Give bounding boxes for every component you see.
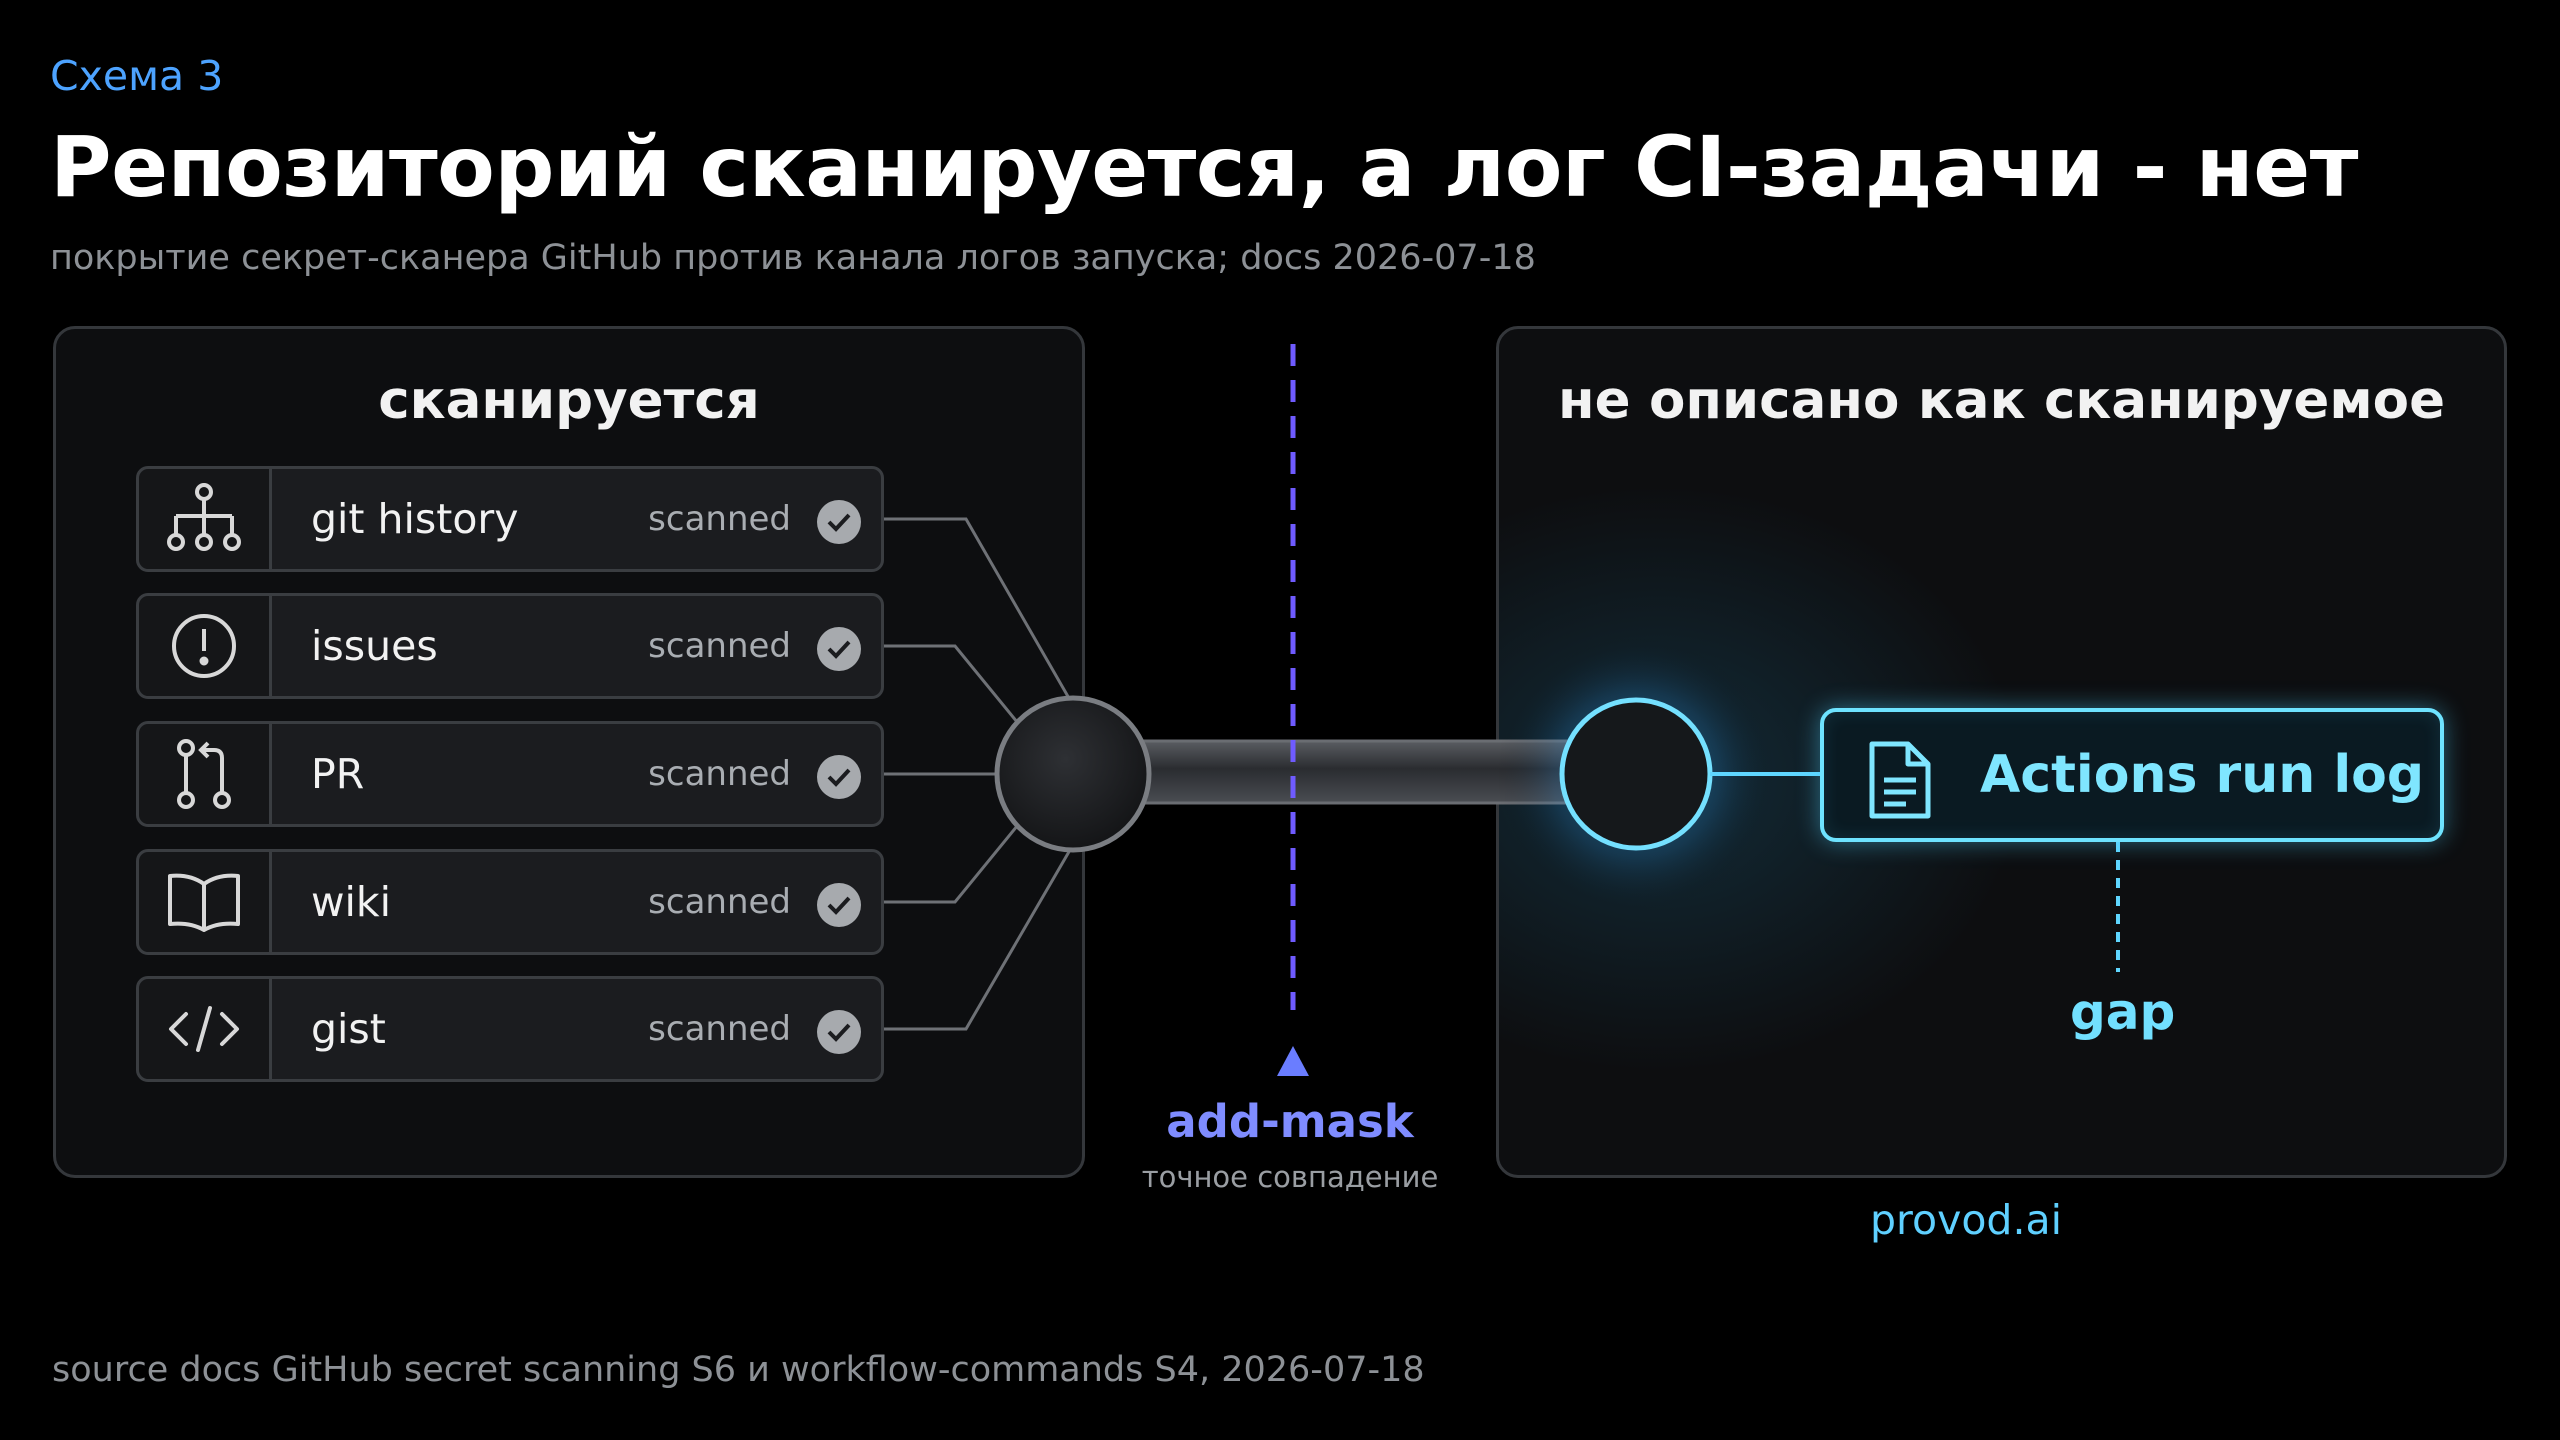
row-connector-lines bbox=[884, 517, 1072, 1031]
left-hub-node bbox=[994, 695, 1152, 853]
row-label: PR bbox=[311, 750, 365, 798]
row-label: wiki bbox=[311, 878, 392, 926]
right-hub-node bbox=[1559, 697, 1713, 851]
alert-circle-icon bbox=[139, 596, 272, 696]
page-title: Репозиторий сканируется, а лог CI-задачи… bbox=[50, 118, 2358, 216]
list-item-git-history: git history scanned bbox=[136, 466, 884, 572]
list-item-issues: issues scanned bbox=[136, 593, 884, 699]
scanned-panel-title: сканируется bbox=[378, 370, 760, 431]
row-status: scanned bbox=[648, 882, 791, 922]
row-label: issues bbox=[311, 622, 438, 670]
check-icon bbox=[817, 883, 861, 927]
unscanned-panel-title: не описано как сканируемое bbox=[1557, 370, 2446, 431]
add-mask-arrow-icon bbox=[1277, 1046, 1309, 1076]
check-icon bbox=[817, 500, 861, 544]
pull-request-icon bbox=[139, 724, 272, 824]
add-mask-sublabel: точное совпадение bbox=[1141, 1160, 1439, 1194]
org-tree-icon bbox=[139, 469, 272, 569]
row-status: scanned bbox=[648, 754, 791, 794]
list-item-pr: PR scanned bbox=[136, 721, 884, 827]
list-item-gist: gist scanned bbox=[136, 976, 884, 1082]
target-label: Actions run log bbox=[1980, 745, 2425, 805]
check-icon bbox=[817, 1010, 861, 1054]
eyebrow-label: Схема 3 bbox=[50, 52, 224, 100]
row-status: scanned bbox=[648, 1009, 791, 1049]
row-status: scanned bbox=[648, 626, 791, 666]
add-mask-label: add-mask bbox=[1166, 1095, 1414, 1148]
row-label: gist bbox=[311, 1005, 386, 1053]
actions-run-log-box: Actions run log bbox=[1820, 708, 2444, 842]
document-icon bbox=[1862, 740, 1938, 824]
row-label: git history bbox=[311, 495, 519, 543]
brand-watermark: provod.ai bbox=[1870, 1196, 2062, 1244]
code-brackets-icon bbox=[139, 979, 272, 1079]
open-book-icon bbox=[139, 852, 272, 952]
check-icon bbox=[817, 627, 861, 671]
check-icon bbox=[817, 755, 861, 799]
row-status: scanned bbox=[648, 499, 791, 539]
source-footnote: source docs GitHub secret scanning S6 и … bbox=[52, 1350, 1425, 1390]
page-subtitle: покрытие секрет-сканера GitHub против ка… bbox=[50, 238, 1536, 278]
gap-label: gap bbox=[2070, 983, 2176, 1041]
list-item-wiki: wiki scanned bbox=[136, 849, 884, 955]
